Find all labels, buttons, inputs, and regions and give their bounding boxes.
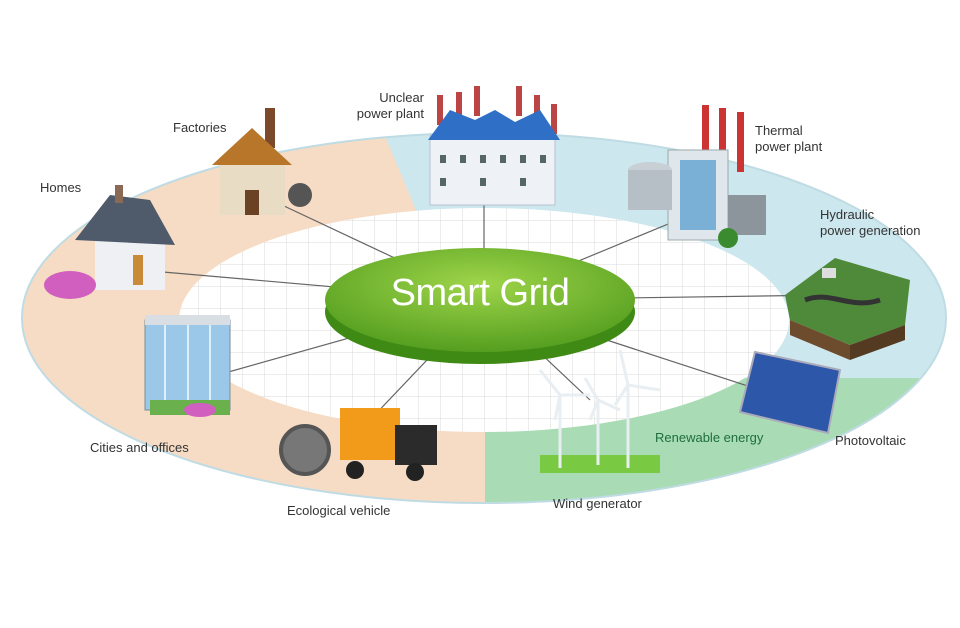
label-wind: Wind generator — [553, 496, 642, 511]
label-hydraulic-line2: power generation — [820, 223, 921, 238]
office-building-icon — [144, 315, 231, 417]
wind-turbine-icon — [538, 349, 661, 473]
label-nuclear-line1: Unclear — [379, 90, 424, 105]
label-nuclear: Unclear power plant — [346, 90, 424, 122]
solar-panel-icon — [738, 350, 842, 435]
label-homes: Homes — [40, 180, 82, 195]
label-vehicle: Ecological vehicle — [287, 503, 391, 518]
factory-icon — [212, 108, 312, 215]
thermal-plant-icon — [628, 105, 766, 248]
smart-grid-title: Smart Grid — [390, 272, 570, 314]
truck-icon — [279, 408, 437, 481]
label-photovoltaic: Photovoltaic — [835, 433, 906, 448]
label-thermal-line2: power plant — [755, 139, 823, 154]
label-cities: Cities and offices — [90, 440, 189, 455]
label-hydraulic-line1: Hydraulic — [820, 207, 875, 222]
label-hydraulic: Hydraulic power generation — [820, 207, 920, 239]
hub — [325, 248, 635, 352]
car-icon — [44, 271, 96, 299]
home-icon — [44, 185, 175, 299]
label-factories: Factories — [173, 120, 227, 135]
label-renewable: Renewable energy — [655, 430, 764, 445]
label-thermal-line1: Thermal — [755, 123, 803, 138]
label-nuclear-line2: power plant — [356, 106, 424, 121]
label-thermal: Thermal power plant — [755, 123, 822, 155]
nuclear-plant-icon — [428, 86, 560, 206]
hydraulic-icon — [785, 258, 910, 360]
